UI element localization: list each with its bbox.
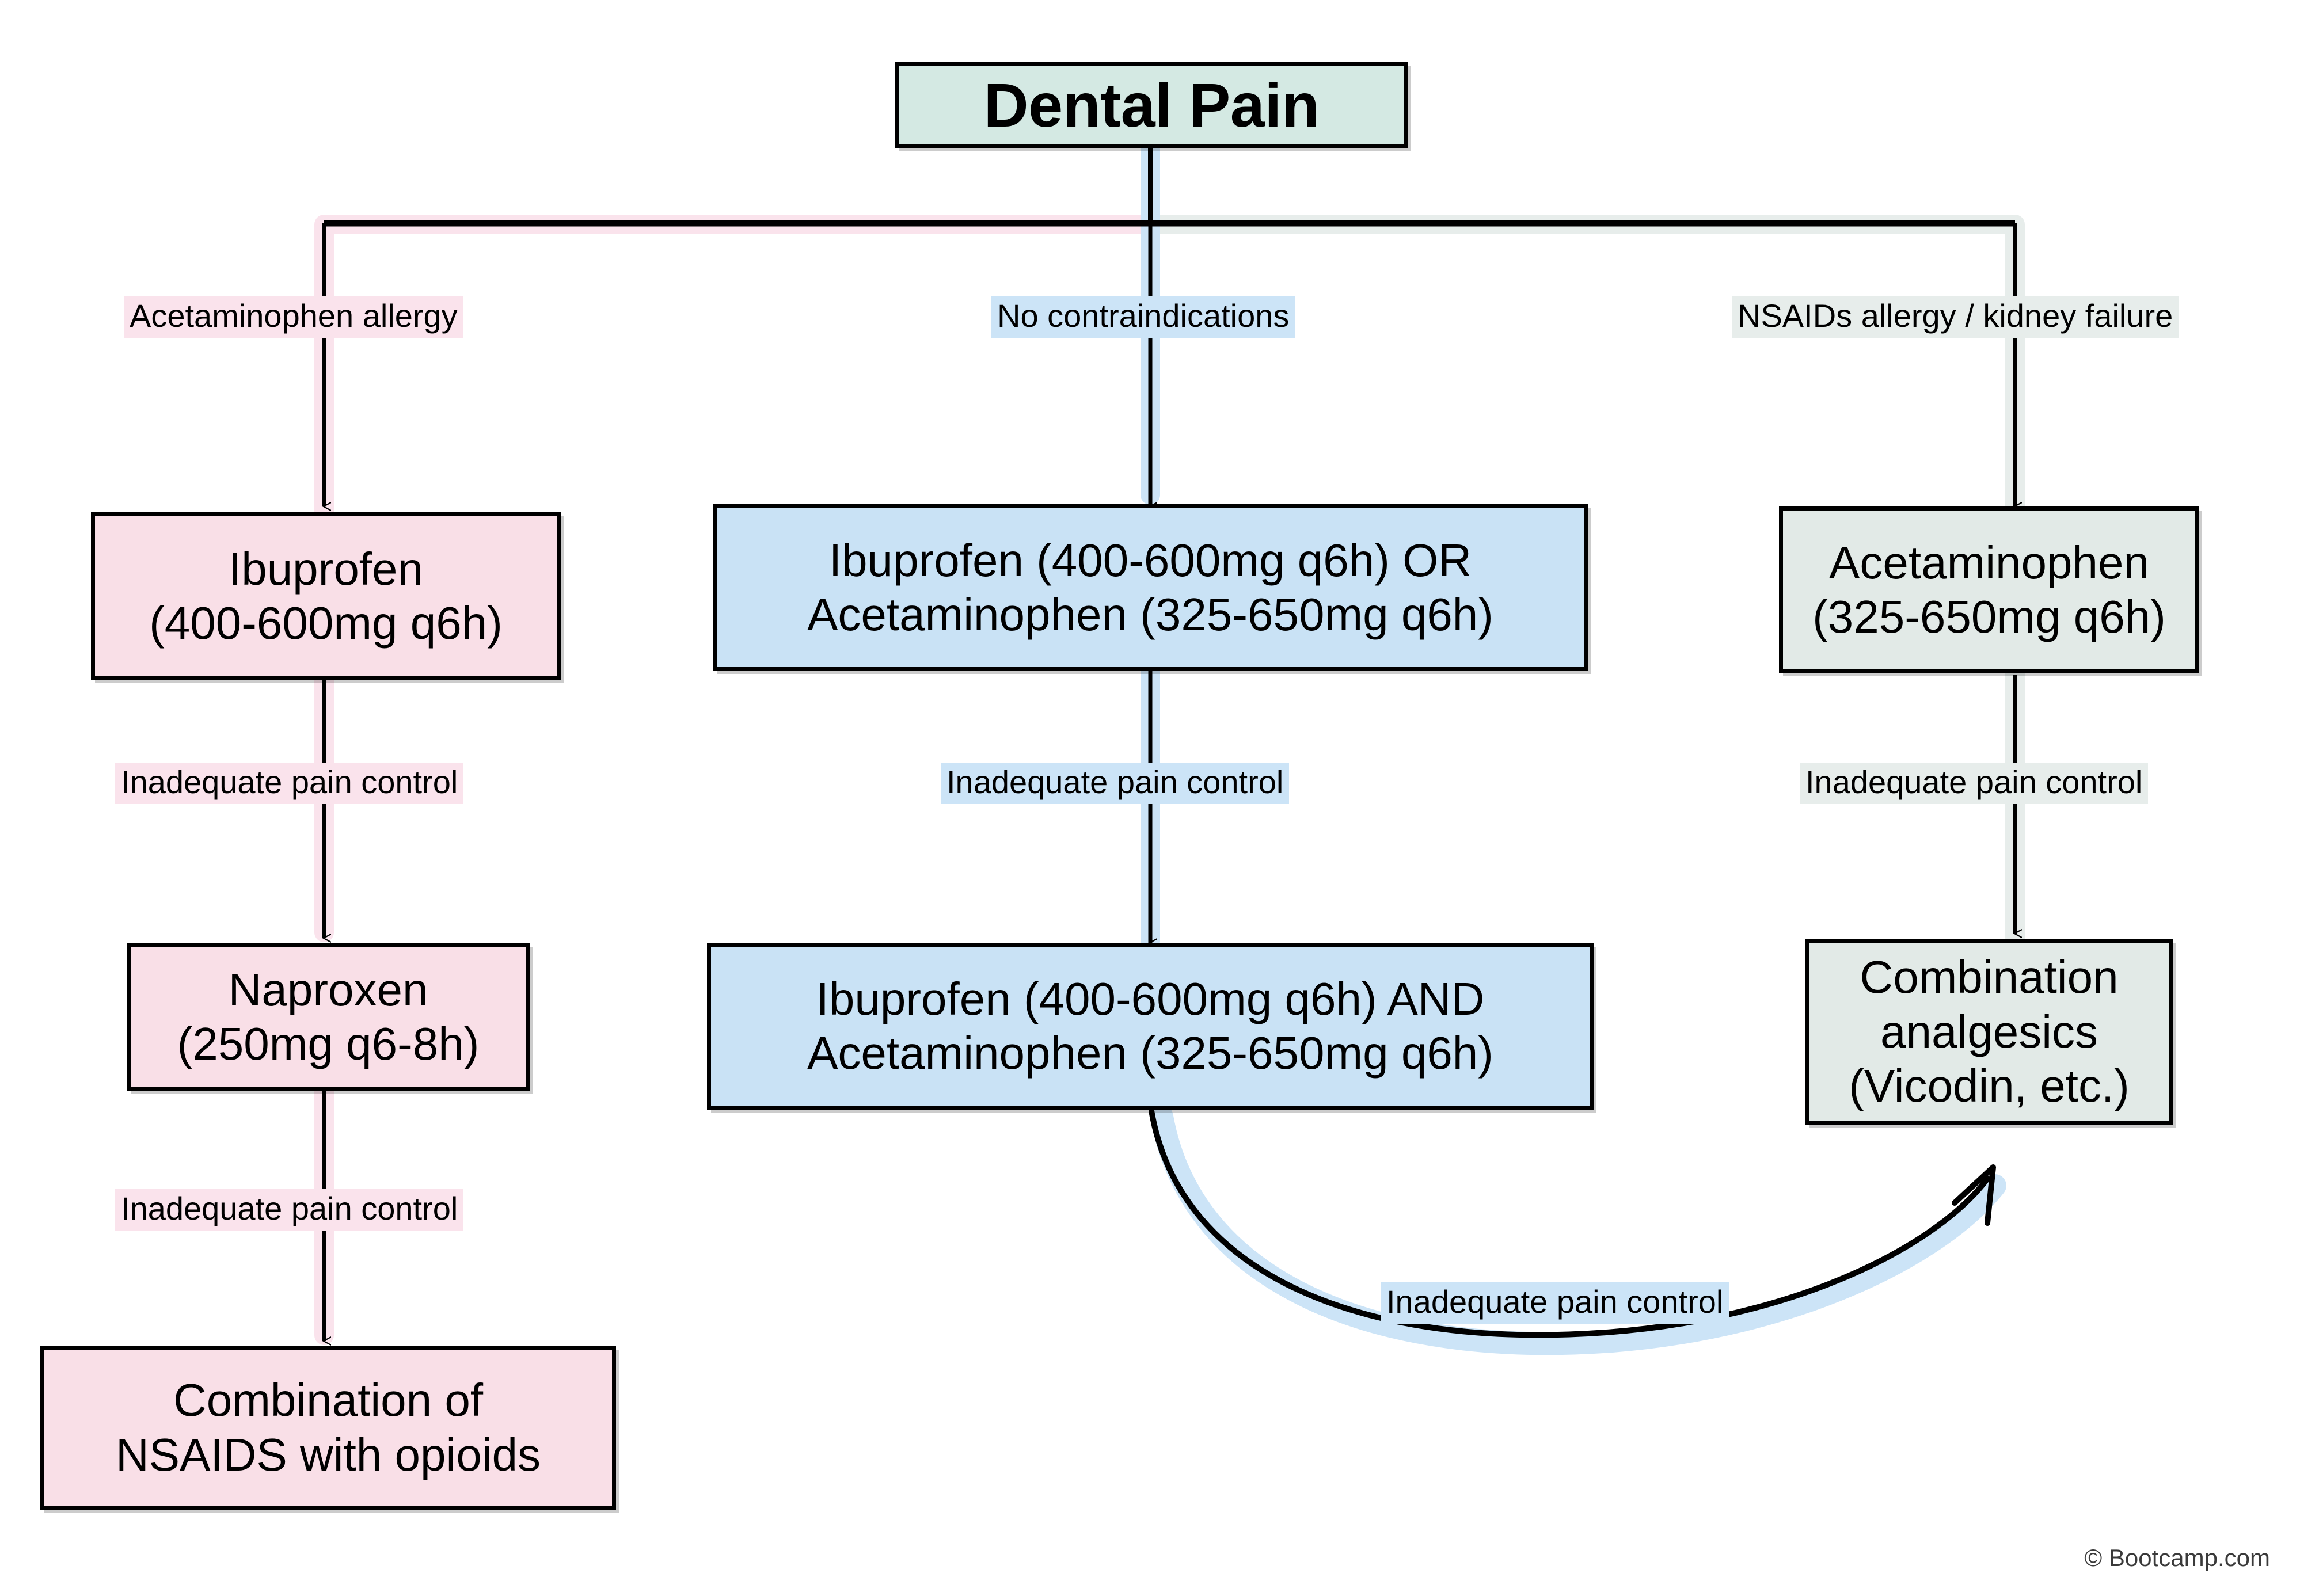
edge-label-left-inadequate-1: Inadequate pain control <box>115 763 464 804</box>
node-left-ibuprofen-line2: (400-600mg q6h) <box>149 597 503 649</box>
node-left-ibuprofen-line1: Ibuprofen <box>228 543 424 595</box>
node-right-combination-analgesics[interactable]: Combination analgesics (Vicodin, etc.) <box>1805 939 2173 1125</box>
node-left-combination-line2: NSAIDS with opioids <box>115 1429 541 1480</box>
edge-label-cross-inadequate: Inadequate pain control <box>1381 1282 1729 1324</box>
edge-label-center-inadequate-1: Inadequate pain control <box>941 763 1290 804</box>
edge-label-nsaids-allergy-kidney-failure: NSAIDs allergy / kidney failure <box>1732 296 2179 338</box>
node-right-step2-line2: analgesics <box>1880 1005 2098 1057</box>
node-center-ibuprofen-or-acetaminophen[interactable]: Ibuprofen (400-600mg q6h) OR Acetaminoph… <box>713 504 1588 671</box>
node-right-step2-line3: (Vicodin, etc.) <box>1849 1060 2130 1112</box>
edge-label-acetaminophen-allergy: Acetaminophen allergy <box>124 296 463 338</box>
node-right-step1-line1: Acetaminophen <box>1829 536 2149 588</box>
node-left-naproxen-line2: (250mg q6-8h) <box>177 1018 480 1069</box>
node-center-ibuprofen-and-acetaminophen[interactable]: Ibuprofen (400-600mg q6h) AND Acetaminop… <box>707 943 1594 1110</box>
node-dental-pain-label: Dental Pain <box>983 70 1320 140</box>
node-right-step1-line2: (325-650mg q6h) <box>1812 591 2166 642</box>
node-left-ibuprofen[interactable]: Ibuprofen (400-600mg q6h) <box>91 512 561 680</box>
node-center-step1-line1: Ibuprofen (400-600mg q6h) OR <box>828 534 1472 586</box>
node-center-step2-line1: Ibuprofen (400-600mg q6h) AND <box>816 973 1485 1024</box>
node-left-naproxen-line1: Naproxen <box>228 963 428 1015</box>
edge-label-no-contraindications: No contraindications <box>991 296 1295 338</box>
edge-label-right-inadequate-1: Inadequate pain control <box>1800 763 2149 804</box>
node-center-step2-line2: Acetaminophen (325-650mg q6h) <box>807 1027 1493 1079</box>
node-left-naproxen[interactable]: Naproxen (250mg q6-8h) <box>127 943 530 1091</box>
edge-label-left-inadequate-2: Inadequate pain control <box>115 1189 464 1231</box>
node-dental-pain[interactable]: Dental Pain <box>895 62 1408 148</box>
node-right-step2-line1: Combination <box>1860 951 2119 1003</box>
node-right-acetaminophen[interactable]: Acetaminophen (325-650mg q6h) <box>1779 506 2199 673</box>
copyright-credit: © Bootcamp.com <box>2084 1544 2270 1571</box>
node-left-combination-line1: Combination of <box>173 1374 484 1426</box>
node-center-step1-line2: Acetaminophen (325-650mg q6h) <box>807 589 1493 640</box>
node-left-combination-nsaids-opioids[interactable]: Combination of NSAIDS with opioids <box>40 1346 616 1510</box>
